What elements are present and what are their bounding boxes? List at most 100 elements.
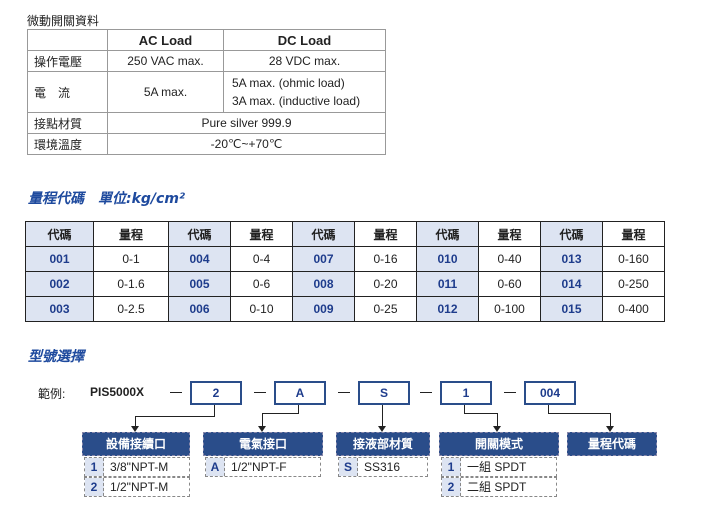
- range-col-code: 代碼: [168, 221, 231, 247]
- option-value: 1/2"NPT-M: [104, 478, 169, 496]
- spec-col-dc: DC Load: [223, 29, 386, 51]
- connector-line: [382, 405, 383, 426]
- spec-cell: Pure silver 999.9: [107, 112, 386, 134]
- range-col-range: 量程: [93, 221, 169, 247]
- option-item: 1 3/8"NPT-M: [84, 457, 190, 477]
- range-code: 011: [416, 271, 479, 297]
- range-col-range: 量程: [602, 221, 665, 247]
- connector-line: [262, 413, 263, 426]
- value-box-electrical: A: [274, 381, 326, 405]
- range-code: 005: [168, 271, 231, 297]
- option-key: 1: [442, 458, 461, 476]
- connector-line: [497, 413, 498, 426]
- spec-corner: [27, 29, 108, 51]
- spec-cell: 5A max. (ohmic load) 3A max. (inductive …: [223, 71, 386, 113]
- spec-row-label: 接點材質: [27, 112, 108, 134]
- dash-separator: [170, 392, 182, 393]
- spec-cell-line: 3A max. (inductive load): [232, 94, 361, 108]
- option-key: 2: [85, 478, 104, 496]
- connector-line: [464, 413, 498, 414]
- arrow-down-icon: [606, 426, 614, 432]
- range-code: 003: [25, 296, 94, 322]
- range-code: 002: [25, 271, 94, 297]
- spec-cell: 5A max.: [107, 71, 224, 113]
- model-heading: 型號選擇: [28, 349, 84, 365]
- value-box-switch: 1: [440, 381, 492, 405]
- range-value: 0-60: [478, 271, 541, 297]
- option-key: S: [339, 458, 358, 476]
- value-box-material: S: [358, 381, 410, 405]
- range-col-range: 量程: [230, 221, 293, 247]
- connector-line: [464, 405, 465, 413]
- spec-cell: -20℃~+70℃: [107, 133, 386, 155]
- range-value: 0-1.6: [93, 271, 169, 297]
- value-box-range: 004: [524, 381, 576, 405]
- range-value: 0-40: [478, 246, 541, 272]
- spec-row-label: 電 流: [27, 71, 108, 113]
- range-col-range: 量程: [478, 221, 541, 247]
- option-item: 2 1/2"NPT-M: [84, 477, 190, 497]
- connector-line: [135, 416, 136, 426]
- range-heading: 量程代碼 單位:kg/cm²: [28, 191, 186, 207]
- range-code: 015: [540, 296, 603, 322]
- option-key: A: [206, 458, 225, 476]
- range-code: 009: [292, 296, 355, 322]
- range-value: 0-20: [354, 271, 417, 297]
- arrow-down-icon: [131, 426, 139, 432]
- option-item: 2 二組 SPDT: [441, 477, 557, 497]
- example-label: 範例:: [38, 387, 66, 401]
- range-value: 0-400: [602, 296, 665, 322]
- range-value: 0-160: [602, 246, 665, 272]
- range-code: 010: [416, 246, 479, 272]
- connector-line: [548, 413, 610, 414]
- range-value: 0-25: [354, 296, 417, 322]
- range-code: 013: [540, 246, 603, 272]
- range-col-code: 代碼: [292, 221, 355, 247]
- group-header-fitting: 設備接續口: [82, 432, 190, 456]
- arrow-down-icon: [493, 426, 501, 432]
- range-value: 0-250: [602, 271, 665, 297]
- range-code: 006: [168, 296, 231, 322]
- group-header-switch-mode: 開關模式: [439, 432, 559, 456]
- option-item: A 1/2"NPT-F: [205, 457, 321, 477]
- value-box-fitting: 2: [190, 381, 242, 405]
- range-value: 0-1: [93, 246, 169, 272]
- spec-cell: 250 VAC max.: [107, 50, 224, 72]
- option-value: 二組 SPDT: [461, 478, 527, 496]
- range-value: 0-100: [478, 296, 541, 322]
- spec-cell: 28 VDC max.: [223, 50, 386, 72]
- dash-separator: [254, 392, 266, 393]
- group-header-range-code: 量程代碼: [567, 432, 657, 456]
- range-table: 代碼 量程 代碼 量程 代碼 量程 代碼 量程 代碼 量程 001 0-1 00…: [25, 221, 665, 322]
- option-item: 1 一組 SPDT: [441, 457, 557, 477]
- range-col-code: 代碼: [25, 221, 94, 247]
- spec-col-ac: AC Load: [107, 29, 224, 51]
- option-value: 1/2"NPT-F: [225, 458, 287, 476]
- range-value: 0-6: [230, 271, 293, 297]
- group-header-material: 接液部材質: [336, 432, 430, 456]
- option-key: 1: [85, 458, 104, 476]
- arrow-down-icon: [258, 426, 266, 432]
- connector-line: [214, 405, 215, 416]
- range-code: 004: [168, 246, 231, 272]
- connector-line: [262, 413, 299, 414]
- dash-separator: [420, 392, 432, 393]
- dash-separator: [338, 392, 350, 393]
- range-col-code: 代碼: [416, 221, 479, 247]
- range-col-range: 量程: [354, 221, 417, 247]
- range-code: 014: [540, 271, 603, 297]
- connector-line: [610, 413, 611, 426]
- range-col-code: 代碼: [540, 221, 603, 247]
- range-value: 0-2.5: [93, 296, 169, 322]
- option-value: 3/8"NPT-M: [104, 458, 169, 476]
- spec-title: 微動開關資料: [27, 14, 100, 28]
- range-code: 007: [292, 246, 355, 272]
- spec-row-label: 環境溫度: [27, 133, 108, 155]
- range-code: 012: [416, 296, 479, 322]
- connector-line: [135, 416, 215, 417]
- spec-row-label: 操作電壓: [27, 50, 108, 72]
- range-value: 0-16: [354, 246, 417, 272]
- spec-table: AC Load DC Load 操作電壓 250 VAC max. 28 VDC…: [27, 29, 386, 155]
- spec-cell-line: 5A max. (ohmic load): [232, 76, 345, 90]
- range-code: 008: [292, 271, 355, 297]
